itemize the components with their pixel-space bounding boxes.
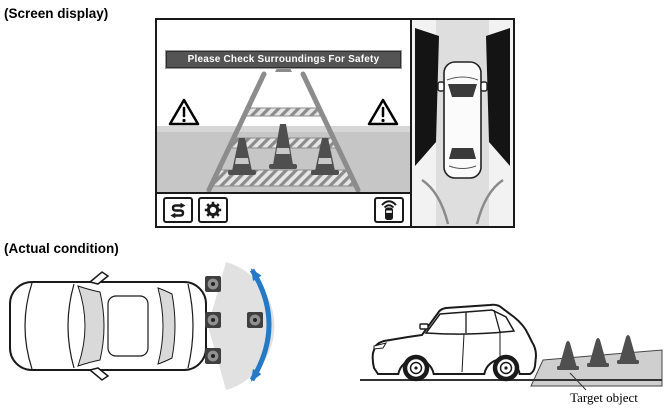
parking-guide-lines xyxy=(206,71,361,192)
side-condition-art: Target object xyxy=(360,303,663,405)
side-mirror xyxy=(88,367,110,381)
vehicle-top-view xyxy=(9,271,207,381)
trajectory-lines xyxy=(421,178,504,225)
overhead-condition-art xyxy=(9,262,275,390)
rear-camera-view: Please Check Surroundings For Safety xyxy=(157,20,410,226)
warning-triangle-icon xyxy=(168,98,200,126)
headlight xyxy=(373,342,388,350)
cone-side-view xyxy=(587,338,609,367)
side-mirror xyxy=(419,323,429,330)
safety-warning-banner: Please Check Surroundings For Safety xyxy=(166,51,401,68)
wheel xyxy=(402,354,430,382)
vehicle-sensor-icon xyxy=(381,200,397,220)
wheel xyxy=(492,354,520,382)
cone-top-view xyxy=(205,276,221,292)
overhead-view-art xyxy=(412,20,513,226)
cone-right xyxy=(311,138,339,175)
safety-warning-text: Please Check Surroundings For Safety xyxy=(187,54,380,65)
camera-monitor-screen: Please Check Surroundings For Safety xyxy=(155,18,515,228)
target-object-label: Target object xyxy=(570,390,638,405)
side-mirror xyxy=(437,81,445,92)
cone-top-view xyxy=(205,312,221,328)
cone-side-view xyxy=(617,335,639,364)
cone-center xyxy=(269,124,297,169)
view-switch-button xyxy=(163,197,193,223)
own-vehicle-top-view xyxy=(437,61,488,179)
overhead-wall-right xyxy=(486,28,510,166)
settings-button xyxy=(198,197,228,223)
detection-range-arrow xyxy=(249,268,272,382)
screen-toolbar xyxy=(157,192,410,226)
target-object-leader-line xyxy=(569,372,587,391)
cone-left xyxy=(228,138,256,175)
screen-display-caption: (Screen display) xyxy=(4,6,109,21)
sensor-indicator xyxy=(374,197,404,223)
warning-triangle-icon xyxy=(367,98,399,126)
view-switch-icon xyxy=(170,202,186,218)
actual-condition-caption: (Actual condition) xyxy=(4,241,119,256)
cone-top-view xyxy=(205,348,221,364)
overhead-view xyxy=(410,20,513,226)
gear-icon xyxy=(204,201,222,219)
rear-camera-art xyxy=(157,56,410,192)
side-mirror xyxy=(480,81,488,92)
cone-side-view xyxy=(557,341,579,370)
cone-top-view xyxy=(247,312,263,328)
vehicle-side-view xyxy=(371,303,538,382)
side-mirror xyxy=(88,271,110,285)
overhead-wall-left xyxy=(415,28,439,166)
